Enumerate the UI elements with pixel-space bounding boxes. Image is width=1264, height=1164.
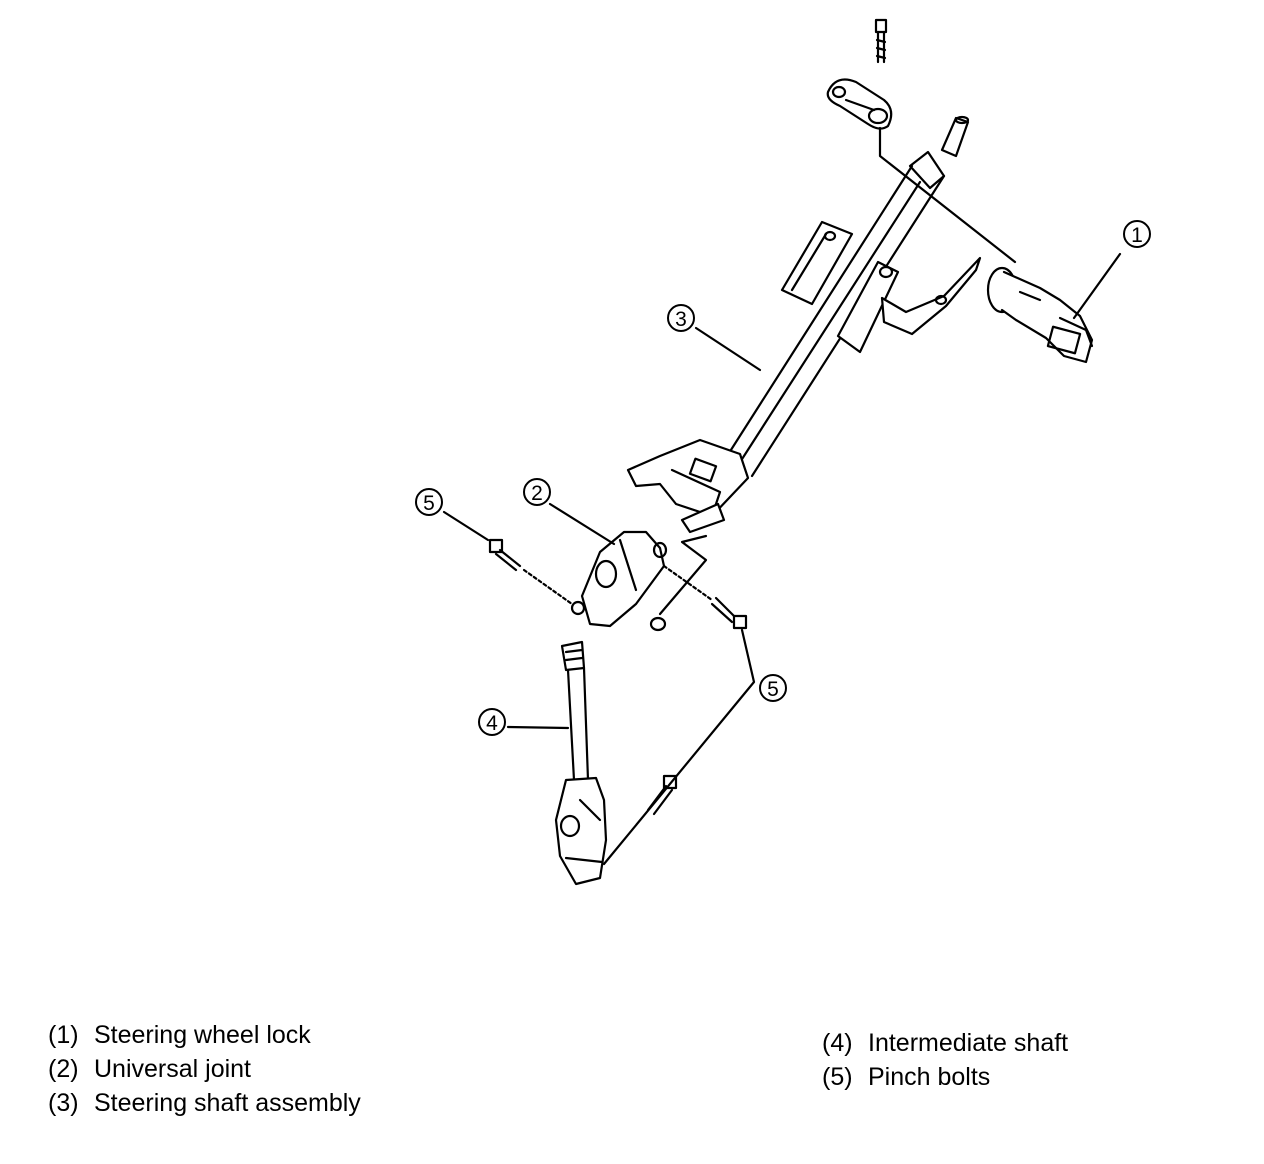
pinch-bolt-right-upper bbox=[662, 564, 748, 630]
steering-shaft-assembly bbox=[626, 115, 982, 534]
bracket-bolt bbox=[874, 18, 888, 64]
legend-number: (2) bbox=[48, 1055, 79, 1083]
steering-wheel-lock bbox=[986, 266, 1094, 364]
legend-item: (2) Universal joint bbox=[48, 1052, 361, 1086]
callout-5b-circle bbox=[759, 674, 787, 702]
legend-item: (4) Intermediate shaft bbox=[822, 1026, 1068, 1060]
leader-3 bbox=[694, 326, 762, 372]
legend-text: Steering wheel lock bbox=[94, 1021, 311, 1049]
lock-bracket bbox=[826, 78, 893, 130]
legend-item: (3) Steering shaft assembly bbox=[48, 1086, 361, 1120]
callout-4: 4 bbox=[486, 712, 498, 735]
legend-number: (5) bbox=[822, 1063, 853, 1091]
callout-1: 1 bbox=[1131, 224, 1143, 247]
legend-item: (5) Pinch bolts bbox=[822, 1060, 1068, 1094]
leader-5b bbox=[602, 628, 756, 866]
callout-5a-circle bbox=[415, 488, 443, 516]
legend-left: (1) Steering wheel lock (2) Universal join… bbox=[48, 1018, 361, 1120]
legend-text: Intermediate shaft bbox=[868, 1029, 1069, 1057]
pinch-bolt-left bbox=[488, 538, 574, 606]
legend-text: Universal joint bbox=[94, 1055, 252, 1083]
legend-right: (4) Intermediate shaft (5) Pinch bolts bbox=[822, 1026, 1068, 1094]
universal-joint bbox=[570, 530, 668, 628]
joint-nut bbox=[649, 616, 667, 632]
callout-3-circle bbox=[667, 304, 695, 332]
leader-2 bbox=[548, 502, 616, 546]
bracket-leader-line bbox=[878, 126, 1017, 264]
callout-1-circle bbox=[1123, 220, 1151, 248]
legend-text: Steering shaft assembly bbox=[94, 1089, 361, 1117]
callout-5b: 5 bbox=[767, 678, 779, 701]
steering-assembly-diagram: 1 2 3 4 5 5 bbox=[415, 18, 1151, 886]
leader-5a bbox=[442, 510, 490, 542]
leader-4 bbox=[506, 725, 570, 730]
callout-2: 2 bbox=[531, 482, 543, 505]
intermediate-shaft bbox=[554, 640, 608, 886]
callout-4-circle bbox=[478, 708, 506, 736]
shaft-leader-line bbox=[658, 534, 708, 616]
callout-2-circle bbox=[523, 478, 551, 506]
legend-number: (3) bbox=[48, 1089, 79, 1117]
legend-text: Pinch bolts bbox=[868, 1063, 991, 1091]
legend-number: (4) bbox=[822, 1029, 853, 1057]
legend-item: (1) Steering wheel lock bbox=[48, 1018, 361, 1052]
legend-number: (1) bbox=[48, 1021, 79, 1049]
leader-1 bbox=[1072, 252, 1122, 320]
callout-5a: 5 bbox=[423, 492, 435, 515]
callout-3: 3 bbox=[675, 308, 687, 331]
